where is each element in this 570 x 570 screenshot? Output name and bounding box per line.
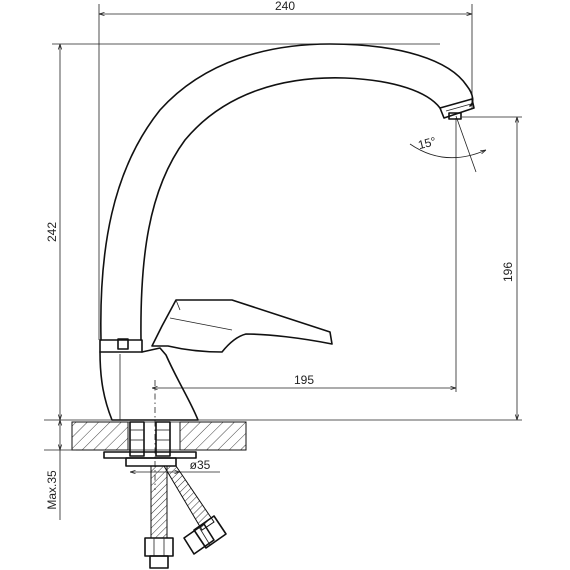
overall-height-label: 242 [45,222,59,242]
countertop-section [71,421,247,451]
faucet-spout [100,43,475,341]
overall-width-label: 240 [275,0,295,13]
dimension-spout-reach: 195 [152,118,457,392]
faucet-body [99,338,199,421]
spout-reach-label: 195 [294,373,314,387]
dimension-overall-height: 242 [45,43,440,420]
max-countertop-label: Max.35 [45,470,59,510]
faucet-lever [151,299,333,353]
supply-hoses [144,465,227,569]
dimension-max-countertop: Max.35 [44,420,76,520]
dimension-spout-height: 196 [462,116,522,420]
dimension-overall-width: 240 [98,0,473,340]
dimension-swivel-angle: 15° [409,115,486,173]
swivel-angle-label: 15° [417,134,438,152]
hole-diameter-label: ø35 [190,458,211,472]
spout-height-label: 196 [501,262,515,282]
